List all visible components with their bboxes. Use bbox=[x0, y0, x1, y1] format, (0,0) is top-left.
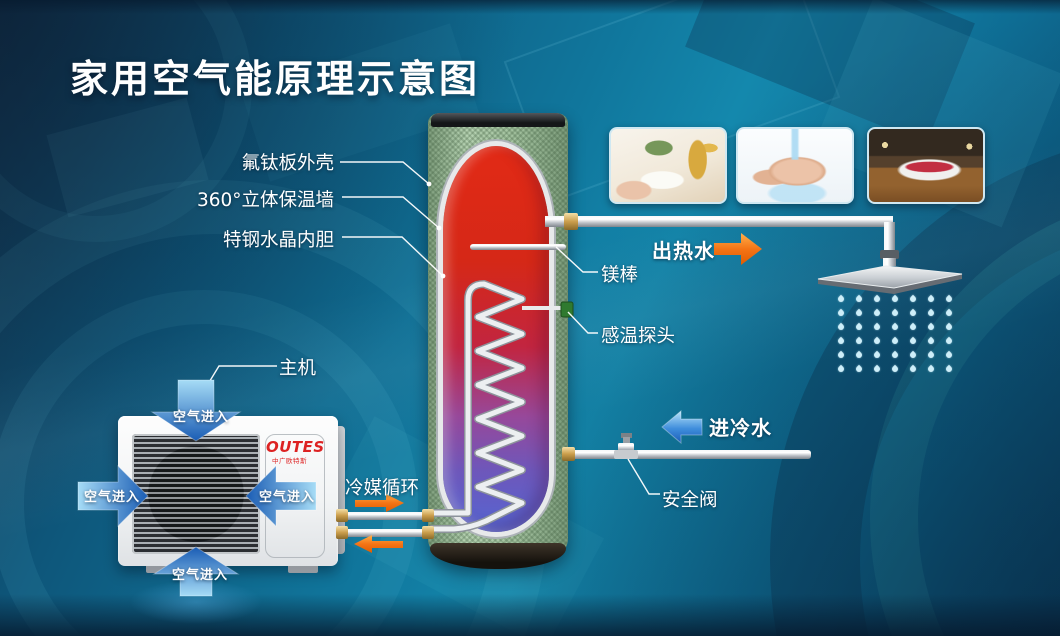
label-air-in-left: 空气进入 bbox=[84, 490, 141, 505]
brand-logo-cn: 中广欧特斯 bbox=[272, 457, 307, 465]
label-main-unit: 主机 bbox=[279, 358, 317, 379]
water-drop bbox=[926, 294, 936, 304]
water-drop bbox=[908, 350, 918, 360]
water-drop bbox=[890, 336, 900, 346]
water-drop bbox=[872, 364, 882, 374]
water-drop bbox=[944, 350, 954, 360]
water-drop bbox=[854, 294, 864, 304]
photo-hands-catching-water bbox=[736, 127, 854, 204]
hot-water-pipe bbox=[545, 213, 899, 266]
label-outer-shell: 氟钛板外壳 bbox=[241, 153, 334, 174]
water-drop bbox=[890, 322, 900, 332]
safety-valve bbox=[614, 433, 638, 459]
water-drop bbox=[908, 294, 918, 304]
water-drop bbox=[944, 294, 954, 304]
tank-base bbox=[430, 543, 566, 569]
refrigerant-arrow-left bbox=[354, 535, 403, 553]
water-drop bbox=[926, 308, 936, 318]
background-panel bbox=[685, 0, 975, 144]
water-drop bbox=[872, 308, 882, 318]
cold-water-arrow bbox=[661, 409, 703, 445]
water-drop bbox=[836, 308, 846, 318]
water-drop bbox=[872, 294, 882, 304]
water-drop bbox=[908, 336, 918, 346]
water-drop bbox=[854, 336, 864, 346]
cold-water-pipe bbox=[562, 447, 811, 461]
label-cold-water-in: 进冷水 bbox=[709, 416, 772, 440]
water-drop bbox=[926, 336, 936, 346]
water-drop bbox=[836, 322, 846, 332]
water-drop bbox=[926, 350, 936, 360]
water-drop bbox=[890, 294, 900, 304]
water-drop bbox=[836, 364, 846, 374]
background-ring-right-dark bbox=[770, 130, 1060, 636]
shower-head bbox=[817, 265, 963, 294]
water-drop bbox=[836, 294, 846, 304]
brand-logo: OUTES bbox=[266, 438, 325, 456]
background-ring-right-teal bbox=[870, 190, 1060, 636]
water-drop bbox=[836, 336, 846, 346]
water-drop bbox=[908, 322, 918, 332]
label-air-in-bottom: 空气进入 bbox=[172, 568, 229, 583]
water-drop bbox=[908, 364, 918, 374]
air-glow bbox=[130, 580, 262, 624]
refrigerant-pipes bbox=[336, 509, 434, 539]
label-air-in-right: 空气进入 bbox=[259, 490, 316, 505]
water-drop bbox=[944, 364, 954, 374]
water-drop bbox=[854, 322, 864, 332]
page-title: 家用空气能原理示意图 bbox=[70, 57, 481, 101]
water-drop bbox=[854, 308, 864, 318]
tank-top-cap bbox=[431, 113, 565, 127]
label-air-in-top: 空气进入 bbox=[173, 410, 230, 425]
hot-water-arrow bbox=[714, 233, 762, 265]
water-drop bbox=[890, 350, 900, 360]
water-drops bbox=[836, 294, 960, 376]
tank-inner-liner bbox=[443, 146, 549, 532]
label-inner-liner: 特钢水晶内胆 bbox=[222, 230, 334, 251]
water-drop bbox=[890, 308, 900, 318]
photo-bathtub-rose-petals bbox=[867, 127, 985, 204]
water-drop bbox=[908, 308, 918, 318]
label-hot-water-out: 出热水 bbox=[652, 239, 715, 263]
label-magnesium-rod: 镁棒 bbox=[601, 265, 639, 286]
water-drop bbox=[836, 350, 846, 360]
label-insulation: 360°立体保温墙 bbox=[196, 190, 334, 211]
water-drop bbox=[944, 336, 954, 346]
label-safety-valve: 安全阀 bbox=[662, 490, 718, 511]
label-temp-probe: 感温探头 bbox=[601, 326, 676, 347]
background-shade bbox=[0, 594, 1060, 636]
water-drop bbox=[872, 336, 882, 346]
background-shade bbox=[0, 0, 1060, 14]
water-drop bbox=[926, 364, 936, 374]
water-drop bbox=[944, 322, 954, 332]
label-refrigerant-cycle: 冷媒循环 bbox=[345, 478, 420, 499]
water-drop bbox=[872, 350, 882, 360]
fan-grille bbox=[132, 434, 260, 554]
water-drop bbox=[926, 322, 936, 332]
water-drop bbox=[872, 322, 882, 332]
water-drop bbox=[854, 364, 864, 374]
water-drop bbox=[944, 308, 954, 318]
photo-handwash-basin-gold-faucet bbox=[609, 127, 727, 204]
water-drop bbox=[854, 350, 864, 360]
water-drop bbox=[890, 364, 900, 374]
